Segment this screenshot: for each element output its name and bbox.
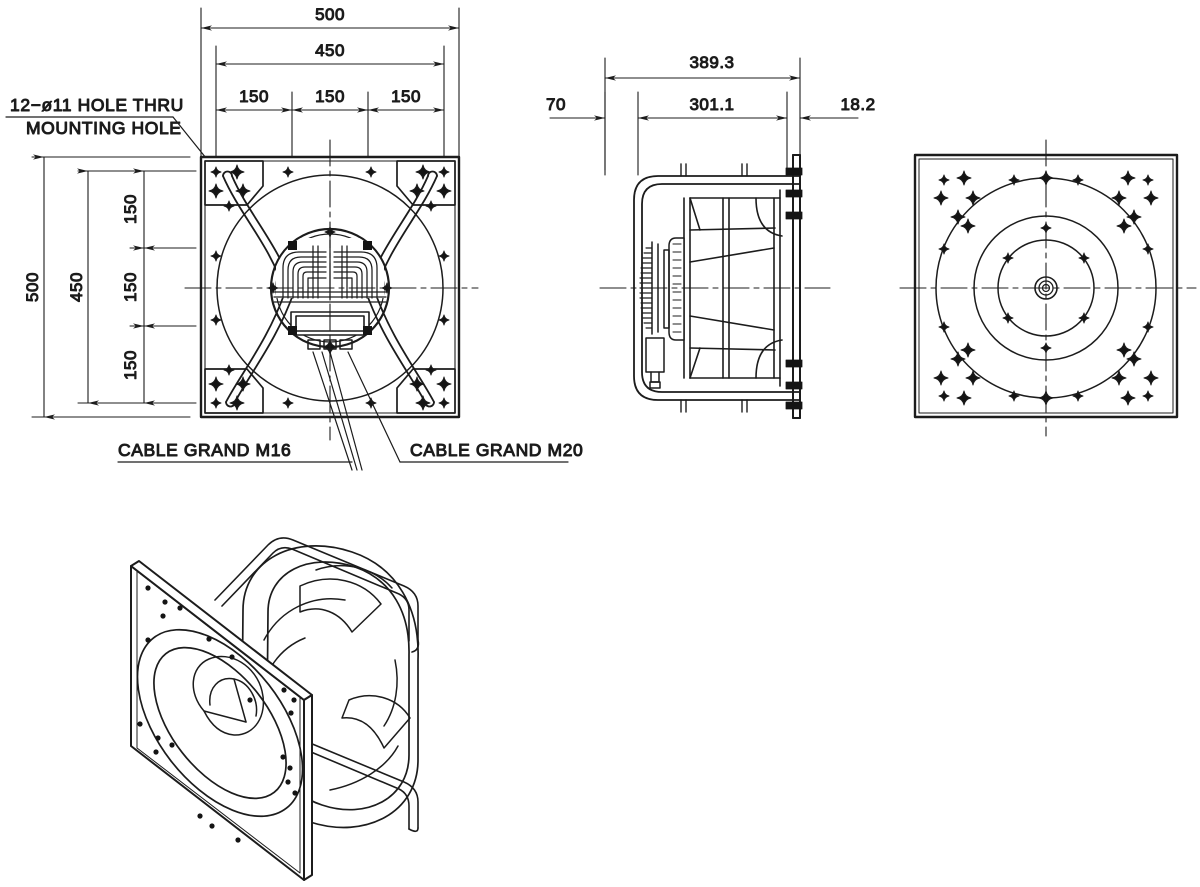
dim-front-vpitch-3: 150 <box>121 350 140 380</box>
front-centerlines <box>184 139 479 441</box>
dim-front-overall-height: 500 <box>23 272 42 302</box>
mounting-hole-note-leader <box>5 116 207 159</box>
side-top-dimension-group <box>549 57 859 176</box>
dim-side-body-depth: 301.1 <box>689 95 734 114</box>
dim-front-bolt-span-width: 450 <box>315 41 345 60</box>
note-mounting-hole-line1: 12−ø11 HOLE THRU <box>10 95 184 115</box>
dim-side-front-projection: 70 <box>546 95 566 114</box>
isometric-view <box>130 537 420 881</box>
dim-front-bolt-span-height: 450 <box>67 272 86 302</box>
dim-side-flange-depth: 18.2 <box>840 95 875 114</box>
side-view <box>599 154 831 419</box>
dim-side-overall-depth: 389.3 <box>689 53 734 72</box>
front-view <box>184 139 479 441</box>
dim-front-vpitch-1: 150 <box>121 194 140 224</box>
dim-front-vpitch-2: 150 <box>121 272 140 302</box>
dim-front-pitch-1: 150 <box>239 87 269 106</box>
note-cable-gland-m20: CABLE GRAND M20 <box>410 440 583 460</box>
front-left-dimension-group <box>31 154 197 420</box>
rear-view <box>899 139 1197 437</box>
dim-front-pitch-2: 150 <box>315 87 345 106</box>
dim-front-pitch-3: 150 <box>391 87 421 106</box>
isometric-plate-holes <box>137 585 298 843</box>
front-top-dimension-group <box>200 7 460 173</box>
dim-front-overall-width: 500 <box>315 5 345 24</box>
note-cable-gland-m16: CABLE GRAND M16 <box>118 440 291 460</box>
cable-gland-leaders <box>117 351 569 471</box>
note-mounting-hole-line2: MOUNTING HOLE <box>26 118 182 138</box>
